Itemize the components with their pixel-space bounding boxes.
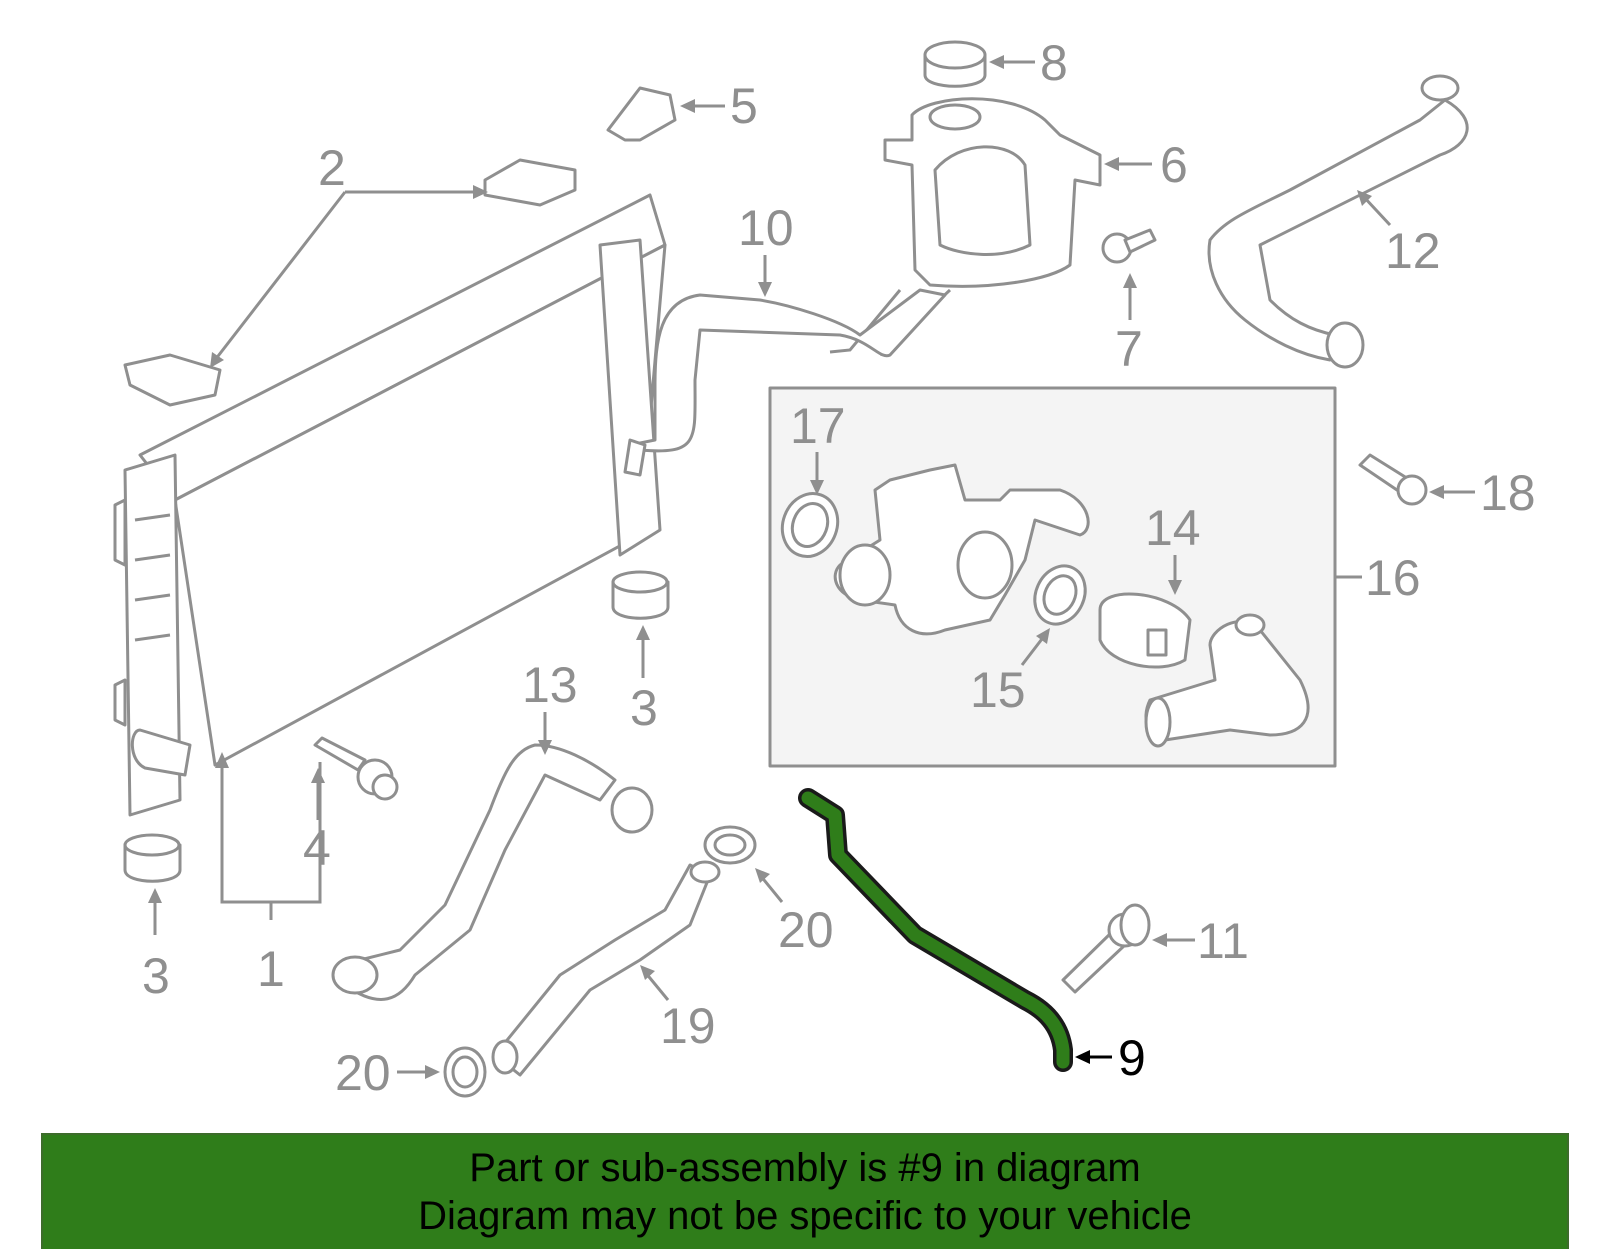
insulator-center-part[interactable] — [611, 570, 670, 620]
callout-4: 4 — [303, 820, 331, 876]
footer-line-1: Part or sub-assembly is #9 in diagram — [469, 1146, 1141, 1190]
callout-15: 15 — [970, 662, 1026, 718]
thermostat-housing-subassembly[interactable] — [768, 386, 1337, 768]
callout-8: 8 — [1040, 35, 1068, 91]
callout-10: 10 — [738, 200, 794, 256]
callout-14: 14 — [1145, 500, 1201, 556]
coolant-reservoir-part[interactable] — [829, 97, 1102, 357]
upper-bracket-part[interactable] — [483, 158, 577, 207]
highlighted-hose-part-9[interactable] — [798, 788, 1073, 1072]
callout-7: 7 — [1115, 321, 1143, 377]
gasket-upper-part[interactable] — [703, 825, 757, 865]
callout-3-center: 3 — [630, 680, 658, 736]
bolt-part-18[interactable] — [1358, 453, 1428, 506]
callout-19: 19 — [660, 998, 716, 1054]
callout-16: 16 — [1365, 550, 1421, 606]
callout-17: 17 — [790, 398, 846, 454]
footer-line-2: Diagram may not be specific to your vehi… — [418, 1194, 1192, 1238]
callout-numbers: 1 2 3 3 4 5 6 7 8 9 10 11 12 13 14 15 16… — [142, 35, 1536, 1101]
hose-part-19[interactable] — [491, 860, 721, 1077]
callout-11: 11 — [1197, 913, 1249, 969]
callout-1: 1 — [257, 941, 285, 997]
callout-5: 5 — [730, 78, 758, 134]
callout-3-left: 3 — [142, 948, 170, 1004]
bolt-part-11[interactable] — [1061, 903, 1151, 994]
hose-part-13[interactable] — [331, 743, 654, 1001]
callout-18: 18 — [1480, 465, 1536, 521]
bolt-part[interactable] — [313, 736, 399, 801]
callout-6: 6 — [1160, 137, 1188, 193]
callout-13: 13 — [522, 657, 578, 713]
callout-9: 9 — [1118, 1030, 1146, 1086]
gasket-lower-part[interactable] — [443, 1046, 487, 1098]
lower-bracket-part[interactable] — [123, 353, 222, 407]
callout-20-lower: 20 — [335, 1045, 391, 1101]
footer-banner: Part or sub-assembly is #9 in diagram Di… — [41, 1133, 1569, 1249]
reservoir-cap-part[interactable] — [923, 40, 987, 88]
clip-part[interactable] — [606, 86, 677, 142]
callout-12: 12 — [1385, 223, 1441, 279]
radiator-part[interactable] — [113, 193, 667, 817]
callout-20-upper: 20 — [778, 902, 834, 958]
insulator-lower-left-part[interactable] — [123, 833, 182, 883]
reservoir-bolt-part[interactable] — [1101, 228, 1157, 264]
hose-part-12[interactable] — [1207, 74, 1469, 369]
callout-2: 2 — [318, 140, 346, 196]
leader-lines — [148, 55, 1475, 1079]
hose-part-10[interactable] — [623, 288, 947, 477]
